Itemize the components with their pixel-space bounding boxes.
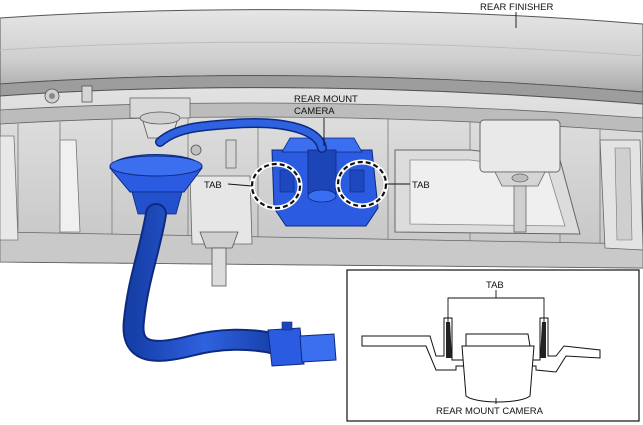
label-camera-line2: CAMERA — [294, 106, 335, 117]
label-tab-left: TAB — [204, 180, 222, 191]
inset-tab-right — [540, 322, 546, 358]
rear-finisher — [0, 9, 643, 105]
camera-harness — [109, 118, 337, 367]
inset-tab-left — [446, 322, 452, 358]
label-camera-line1: REAR MOUNT — [294, 94, 358, 105]
inset-label-camera: REAR MOUNT CAMERA — [436, 406, 544, 417]
rear-mount-camera — [271, 137, 379, 227]
label-rear-finisher: REAR FINISHER — [480, 2, 554, 13]
leader-tab-left — [227, 183, 253, 187]
inset-label-tab: TAB — [486, 280, 504, 291]
inset-detail — [346, 269, 640, 422]
inset-camera-body — [461, 345, 535, 403]
label-tab-right: TAB — [412, 180, 430, 191]
